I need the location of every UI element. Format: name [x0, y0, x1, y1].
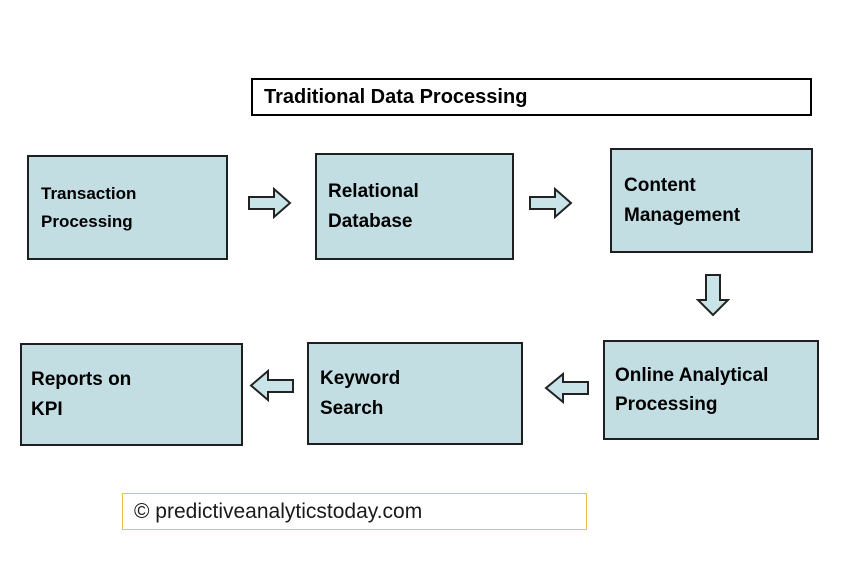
node-online-analytical-processing: Online Analytical Processing — [603, 340, 819, 440]
node-label: Transaction Processing — [41, 184, 137, 231]
node-reports-on-kpi: Reports on KPI — [20, 343, 243, 446]
node-keyword-search: Keyword Search — [307, 342, 523, 445]
diagram-title: Traditional Data Processing — [264, 85, 528, 108]
node-relational-database: Relational Database — [315, 153, 514, 260]
arrow-down-icon — [696, 274, 730, 317]
node-label: Relational Database — [328, 181, 419, 232]
node-label: Keyword Search — [320, 368, 401, 419]
node-label: Reports on KPI — [31, 369, 132, 420]
node-label: Content Management — [624, 175, 741, 226]
node-label: Online Analytical Processing — [615, 364, 769, 415]
copyright-box: © predictiveanalyticstoday.com — [122, 493, 587, 530]
arrow-right-icon — [248, 187, 292, 219]
arrow-right-icon — [529, 187, 573, 219]
node-transaction-processing: Transaction Processing — [27, 155, 228, 260]
copyright-text: © predictiveanalyticstoday.com — [134, 499, 423, 523]
arrow-left-icon — [544, 372, 589, 404]
node-content-management: Content Management — [610, 148, 813, 253]
diagram-title-box: Traditional Data Processing — [251, 78, 812, 116]
arrow-left-icon — [249, 369, 294, 402]
